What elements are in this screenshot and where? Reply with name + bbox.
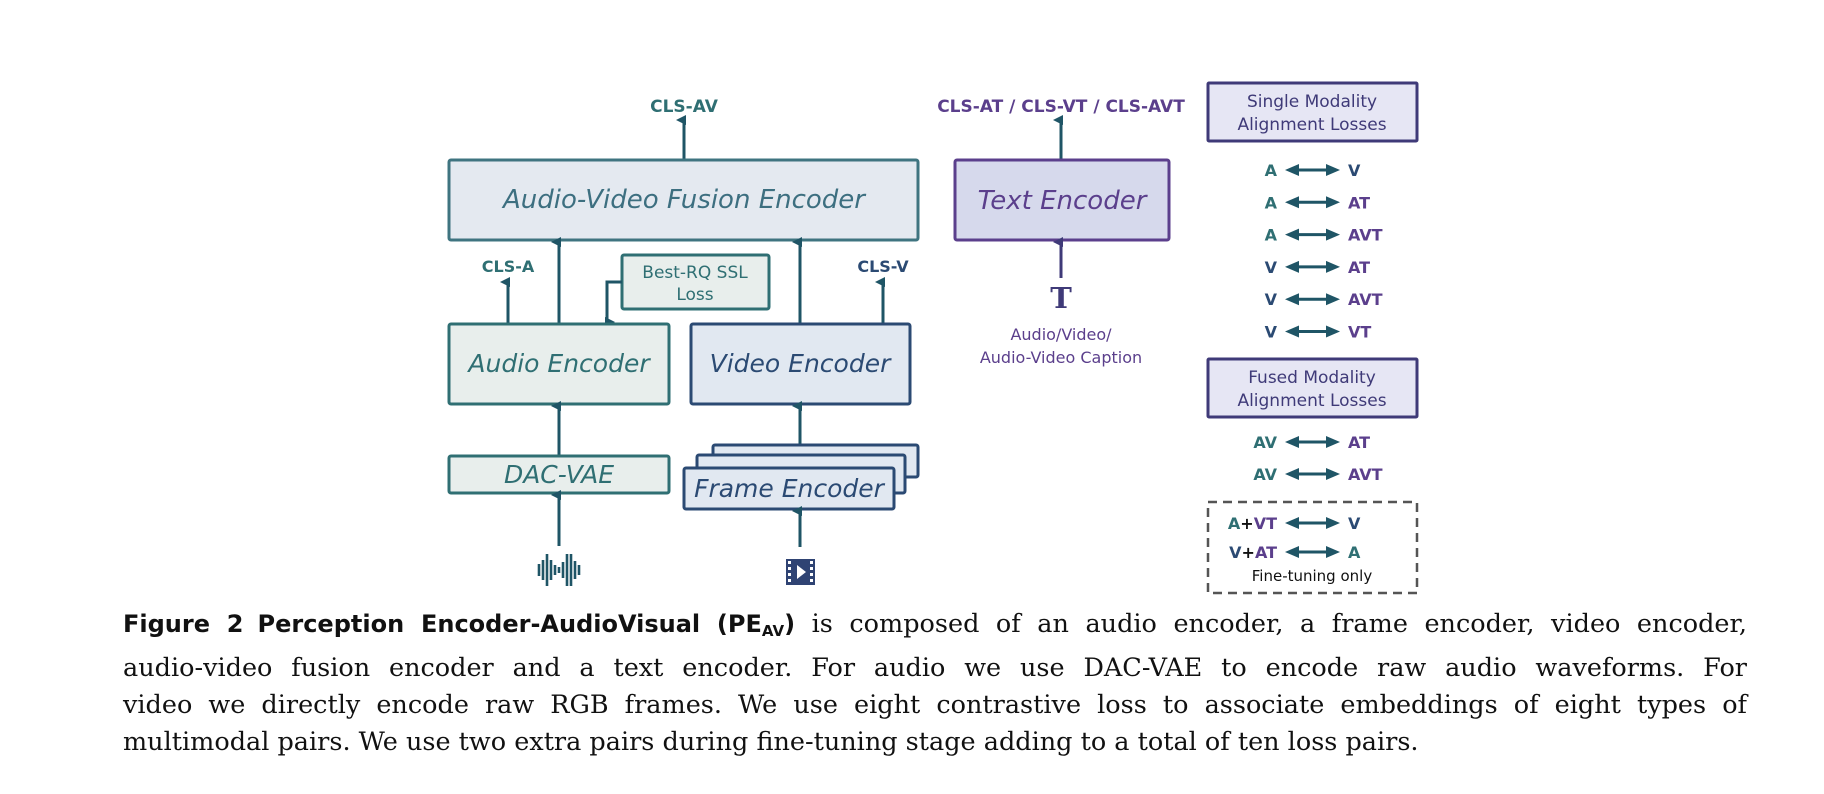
loss-pair-right: VT xyxy=(1348,323,1371,342)
loss-pair-right: V xyxy=(1348,161,1361,180)
cls-v-label: CLS-V xyxy=(857,257,909,276)
loss-pair: AV AVT xyxy=(1253,465,1382,484)
ssl-loss-arrow xyxy=(605,280,622,327)
double-arrow-icon xyxy=(1285,436,1340,448)
fused-modality-pairs: AV AT AV AVT xyxy=(1253,433,1382,484)
loss-pair-left: A xyxy=(1265,193,1278,212)
double-arrow-icon xyxy=(1285,228,1340,241)
text-caption-line1: Audio/Video/ xyxy=(1010,325,1112,344)
caption-line-1-text: is composed of an audio encoder, a frame… xyxy=(795,609,1747,639)
loss-pair: AV AT xyxy=(1253,433,1370,452)
loss-pair-left: A+VT xyxy=(1228,514,1277,533)
figure-title-prefix: Perception Encoder-AudioVisual (PE xyxy=(257,610,762,638)
cls-text-label: CLS-AT / CLS-VT / CLS-AVT xyxy=(937,97,1185,117)
finetune-note: Fine-tuning only xyxy=(1252,567,1373,585)
loss-pair-left: A xyxy=(1265,161,1278,180)
double-arrow-icon xyxy=(1285,517,1340,529)
loss-pair-left: AV xyxy=(1253,433,1277,452)
single-modality-title-line1: Single Modality xyxy=(1247,92,1377,112)
double-arrow-icon xyxy=(1285,260,1340,273)
text-encoder-label: Text Encoder xyxy=(978,186,1149,216)
fusion-encoder-box: Audio-Video Fusion Encoder xyxy=(447,158,920,242)
single-modality-title-line2: Alignment Losses xyxy=(1237,115,1386,135)
finetune-pairs: A+VT V V+AT A xyxy=(1228,514,1361,562)
dac-vae-label: DAC-VAE xyxy=(504,460,614,489)
dac-vae-box: DAC-VAE xyxy=(447,454,671,495)
loss-pair-right: AVT xyxy=(1348,290,1383,309)
double-arrow-icon xyxy=(1285,196,1340,209)
ssl-loss-box: Best-RQ SSL Loss xyxy=(620,253,771,311)
cls-av-label: CLS-AV xyxy=(650,97,719,117)
caption-line-3: video we directly encode raw RGB frames.… xyxy=(123,690,1747,720)
loss-pair: A+VT V xyxy=(1228,514,1361,533)
figure-caption: Figure 2 Perception Encoder-AudioVisual (… xyxy=(123,606,1747,761)
loss-pair-left: V xyxy=(1265,323,1278,342)
double-arrow-icon xyxy=(1285,468,1340,480)
double-arrow-icon xyxy=(1285,325,1340,338)
double-arrow-icon xyxy=(1285,293,1340,306)
loss-pair-right: AVT xyxy=(1348,465,1383,484)
loss-pair: V AVT xyxy=(1265,290,1383,309)
loss-pair: V AT xyxy=(1265,258,1371,277)
frame-encoder-front xyxy=(682,466,896,511)
text-encoder-box: Text Encoder xyxy=(953,158,1171,242)
loss-pair-left: V xyxy=(1265,290,1278,309)
film-play-icon xyxy=(786,559,815,585)
video-encoder-box: Video Encoder xyxy=(689,322,912,406)
loss-pair: A AVT xyxy=(1265,226,1383,245)
fusion-encoder-label: Audio-Video Fusion Encoder xyxy=(501,185,867,215)
audio-encoder-box: Audio Encoder xyxy=(447,322,671,406)
single-modality-header: Single Modality Alignment Losses xyxy=(1206,81,1419,143)
architecture-diagram: CLS-AV Audio-Video Fusion Encoder CLS-A … xyxy=(447,81,1419,595)
fused-modality-title-line1: Fused Modality xyxy=(1248,368,1376,388)
loss-pair-right: AT xyxy=(1348,258,1370,277)
waveform-icon xyxy=(537,554,581,586)
cls-a-label: CLS-A xyxy=(482,257,535,276)
caption-line-4: multimodal pairs. We use two extra pairs… xyxy=(123,727,1419,757)
loss-pair-right: AT xyxy=(1348,433,1370,452)
loss-pair-left: V+AT xyxy=(1229,543,1277,562)
figure-title-subscript: AV xyxy=(761,622,785,640)
ssl-loss-line2: Loss xyxy=(676,285,713,305)
caption-line-2: audio-video fusion encoder and a text en… xyxy=(123,653,1747,683)
double-arrow-icon xyxy=(1285,546,1340,558)
loss-pair-right: V xyxy=(1348,514,1361,533)
loss-pair-left: A xyxy=(1265,226,1278,245)
caption-line-1: Figure 2 Perception Encoder-AudioVisual (… xyxy=(123,606,1747,650)
double-arrow-icon xyxy=(1285,164,1340,176)
frame-encoder-stack: Frame Encoder xyxy=(682,443,920,511)
loss-pair: V+AT A xyxy=(1229,543,1361,562)
loss-pair: V VT xyxy=(1265,323,1372,342)
loss-pair-left: V xyxy=(1265,258,1278,277)
figure-title: Perception Encoder-AudioVisual (PEAV) xyxy=(257,610,796,640)
text-caption-line2: Audio-Video Caption xyxy=(980,348,1142,367)
fused-modality-title-line2: Alignment Losses xyxy=(1237,391,1386,411)
frame-encoder-label: Frame Encoder xyxy=(694,474,886,503)
loss-pair: A AT xyxy=(1265,193,1371,212)
audio-encoder-label: Audio Encoder xyxy=(466,349,651,378)
loss-pair-left: AV xyxy=(1253,465,1277,484)
figure-number: Figure 2 xyxy=(123,610,244,638)
loss-pair-right: AVT xyxy=(1348,226,1383,245)
figure-title-suffix: ) xyxy=(784,610,796,638)
text-input-symbol: T xyxy=(1050,281,1072,315)
loss-pair-right: AT xyxy=(1348,193,1370,212)
loss-pair-right: A xyxy=(1348,543,1361,562)
ssl-loss-line1: Best-RQ SSL xyxy=(642,263,748,283)
video-encoder-label: Video Encoder xyxy=(710,349,892,378)
fused-modality-header: Fused Modality Alignment Losses xyxy=(1206,357,1419,419)
